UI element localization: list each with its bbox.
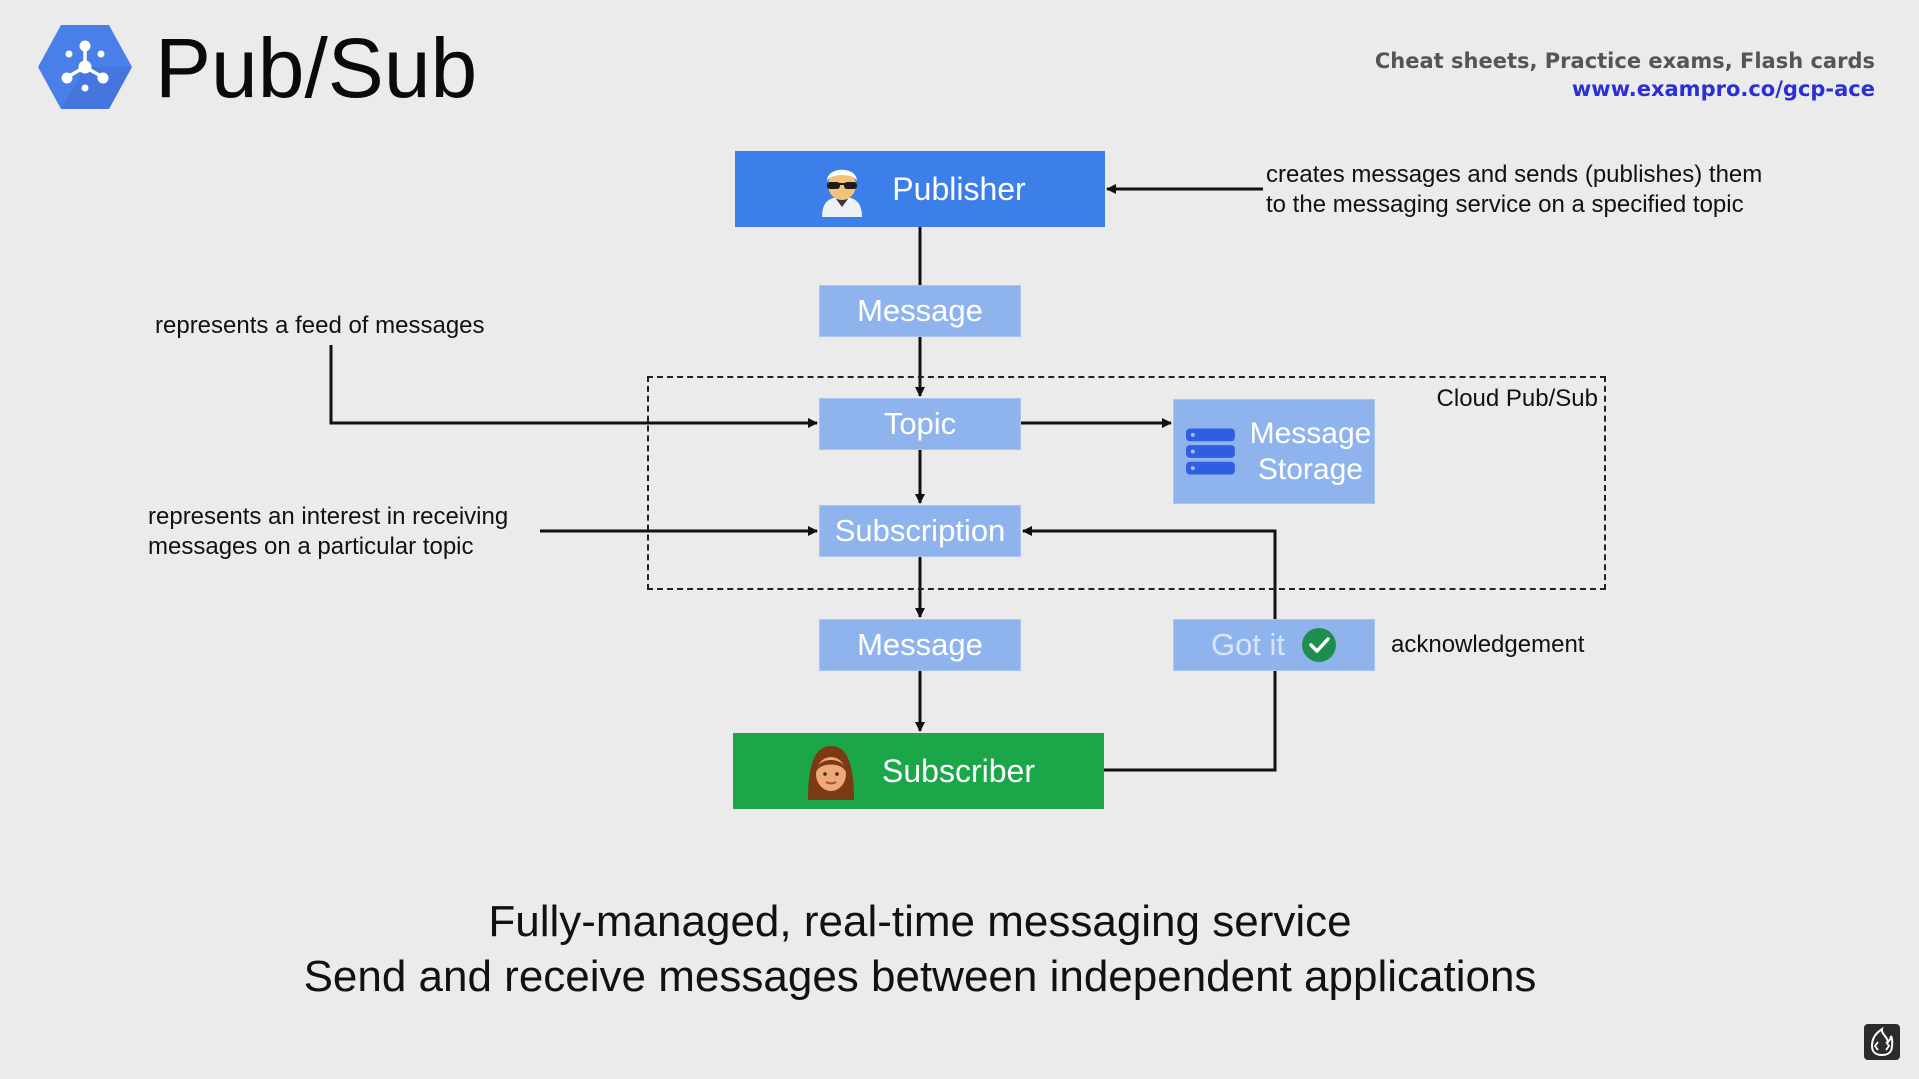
summary-line-1: Fully-managed, real-time messaging servi… [488, 897, 1352, 946]
connector-subscriber-ack [1104, 671, 1277, 772]
summary-line-2: Send and receive messages between indepe… [303, 952, 1537, 1001]
subscription-note-line2: messages on a particular topic [148, 533, 474, 560]
publisher-note-line2: to the messaging service on a specified … [1266, 191, 1744, 218]
publisher-label: Publisher [892, 170, 1026, 207]
message-label-bottom: Message [857, 627, 983, 662]
topic-box: Topic [819, 398, 1021, 450]
got-it-label: Got it [1210, 627, 1286, 662]
message-storage-box: Message Storage [1173, 399, 1375, 504]
message-label-top: Message [857, 293, 983, 328]
cloud-pubsub-boundary [647, 376, 1606, 590]
publisher-note: creates messages and sends (publishes) t… [1266, 160, 1762, 220]
publisher-note-line1: creates messages and sends (publishes) t… [1266, 161, 1763, 188]
subscribe-badge-icon [1864, 1024, 1900, 1060]
subscriber-label: Subscriber [882, 752, 1035, 789]
subscription-note: represents an interest in receiving mess… [148, 502, 508, 562]
publisher-box: Publisher [735, 151, 1105, 227]
topic-label: Topic [883, 406, 957, 441]
subscription-note-line1: represents an interest in receiving [148, 503, 509, 530]
page-title: Pub/Sub [155, 21, 478, 115]
check-circle-icon [1302, 628, 1337, 662]
connector-note-topic [329, 345, 818, 428]
promo-link[interactable]: www.exampro.co/gcp-ace [1571, 77, 1875, 101]
subscription-label: Subscription [834, 513, 1006, 548]
subscriber-avatar-icon [808, 746, 855, 800]
subscription-box: Subscription [819, 505, 1021, 557]
promo-text: Cheat sheets, Practice exams, Flash card… [1374, 49, 1875, 73]
got-it-box: Got it [1173, 619, 1375, 671]
publisher-avatar-icon [822, 169, 863, 217]
cloud-pubsub-label: Cloud Pub/Sub [1436, 385, 1598, 412]
acknowledgement-note: acknowledgement [1391, 631, 1585, 658]
storage-stack-icon [1186, 428, 1235, 474]
message-box-bottom: Message [819, 619, 1021, 671]
subscriber-box: Subscriber [733, 733, 1104, 809]
message-box-top: Message [819, 285, 1021, 337]
message-storage-label: Message Storage [1249, 416, 1372, 486]
topic-note: represents a feed of messages [155, 312, 485, 339]
pubsub-logo-icon [38, 25, 132, 109]
